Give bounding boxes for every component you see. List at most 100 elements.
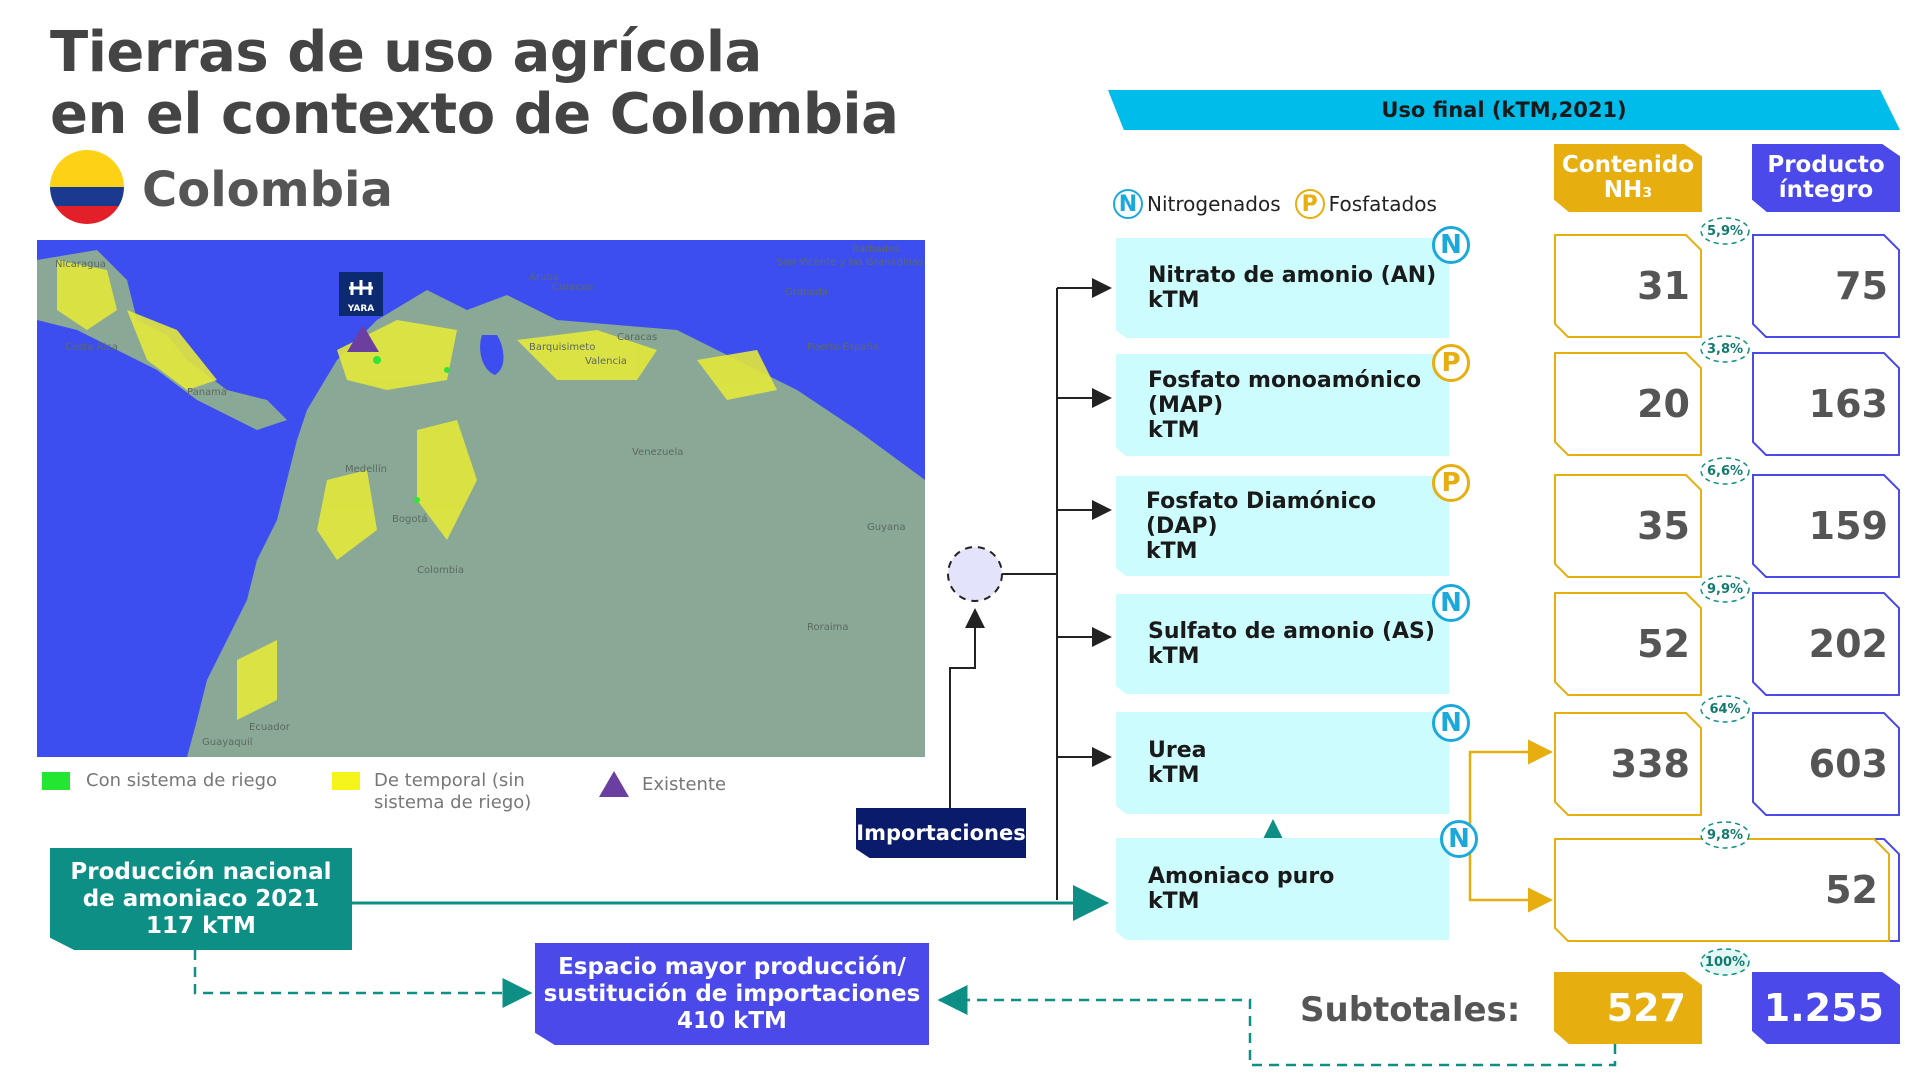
legend-existing-triangle-icon [599,771,629,797]
subtotal-percent-text: 100% [1704,954,1746,970]
value-ammonia-combined-box: 52 [1554,838,1890,942]
value-integro-text-3: 202 [1808,622,1888,666]
import-substitution-box: Espacio mayor producción/ sustitución de… [535,943,929,1045]
legend-rainfed-line-1: De temporal (sin [374,770,525,791]
legend-existing-label: Existente [642,774,727,795]
product-map-name: Fosfato monoamónico [1148,367,1422,393]
title-line-2: en el contexto de Colombia [50,82,899,147]
yara-plant-marker: YARA [339,272,383,352]
phosphate-p-icon: P [1294,189,1325,219]
column-header-nh3-line-2: NH₃ [1603,177,1653,203]
map-label-nicaragua: Nicaragua [55,259,106,270]
map-label-barquisimeto: Barquisimeto [529,342,595,353]
import-substitution-line-1: Espacio mayor producción/ [558,953,906,980]
value-nh3-text-3: 52 [1637,622,1690,666]
percent-text-row-0: 5,9% [1706,223,1744,239]
percent-text-row-2: 6,6% [1706,463,1744,479]
column-header-product: Producto íntegro [1752,144,1900,212]
value-integro-row-1: 163 [1752,352,1900,456]
percent-text-row-4: 64% [1709,701,1741,717]
product-as-unit: kTM [1148,644,1200,669]
legend-irrigated-swatch [42,772,70,790]
product-dap-name: Fosfato Diamónico (DAP) [1146,488,1377,539]
map-label-venezuela: Venezuela [632,447,683,458]
value-integro-text-2: 159 [1808,504,1888,548]
national-production-line-1: Producción nacional [70,858,332,885]
subtotal-percent-badge: 100% [1699,947,1751,977]
map-label-bogota: Bogotá [392,513,428,525]
title-line-1: Tierras de uso agrícola [50,20,762,85]
product-an-unit: kTM [1148,288,1200,313]
product-an-nitrogen-icon: N [1432,226,1470,264]
product-ammonia-name: Amoniaco puro [1148,864,1335,889]
map-label-granada: Granada [785,287,828,298]
product-ammonia-nitrogen-icon: N [1440,820,1478,858]
value-integro-text-1: 163 [1808,382,1888,426]
page-title: Tierras de uso agrícola en el contexto d… [50,20,899,147]
map-rainfed-areas [57,260,777,720]
nutrient-type-legend: N Nitrogenados P Fosfatados [1113,189,1437,219]
agricultural-land-map: Nicaragua Costa Rica Panamá Aruba Curaça… [37,240,925,757]
product-an-name: Nitrato de amonio (AN) [1148,263,1437,288]
product-dap-unit: kTM [1146,538,1198,564]
value-nh3-row-0: 31 [1554,234,1702,338]
percent-badge-row-0: 5,9% [1699,216,1751,246]
product-map-phosphate-icon: P [1432,344,1470,382]
map-label-colombia: Colombia [417,565,464,576]
map-label-barbados: Barbados [852,244,899,255]
percent-text-row-1: 3,8% [1706,341,1744,357]
legend-nitrogenated-label: Nitrogenados [1147,192,1281,216]
map-land-south-america [187,290,925,757]
legend-phosphated-label: Fosfatados [1328,192,1437,216]
map-label-guyana: Guyana [867,522,906,533]
map-label-valencia: Valencia [585,356,627,367]
national-production-line-2: de amoniaco 2021 [82,885,320,912]
percent-badge-row-1: 3,8% [1699,334,1751,364]
map-irrigated-areas [373,356,450,503]
nitrogen-n-icon: N [1113,189,1143,219]
product-urea-nitrogen-icon: N [1432,704,1470,742]
value-nh3-row-4: 338 [1554,712,1702,816]
product-ammonia-unit: kTM [1148,889,1200,914]
map-label-roraima: Roraima [807,622,849,633]
percent-badge-row-3: 9,9% [1699,574,1751,604]
subtotals-label: Subtotales: [1300,990,1521,1030]
product-map-name-2: (MAP) [1148,392,1224,418]
value-ammonia-text: 52 [1825,868,1878,912]
map-label-panama: Panamá [187,386,227,398]
product-urea-name: Urea [1148,738,1207,763]
product-map-unit: kTM [1148,417,1200,443]
percent-text-row-5: 9,8% [1706,827,1744,843]
value-integro-text-0: 75 [1835,264,1888,308]
legend-rainfed-label: De temporal (sin sistema de riego) [374,770,531,814]
product-urea-unit: kTM [1148,763,1200,788]
subtotal-nh3: 527 [1554,972,1702,1044]
product-dap-phosphate-icon: P [1432,464,1470,502]
value-integro-text-4: 603 [1808,742,1888,786]
value-integro-row-2: 159 [1752,474,1900,578]
product-an-box: Nitrato de amonio (AN)kTM [1116,238,1449,338]
column-header-product-line-2: íntegro [1778,177,1874,203]
map-label-curacao: Curaçao [552,282,593,293]
product-dap-box: Fosfato Diamónico (DAP)kTM [1116,476,1449,576]
legend-rainfed-line-2: sistema de riego) [374,792,532,813]
map-label-costa-rica: Costa Rica [65,342,118,353]
yara-badge-label: YARA [347,304,375,314]
column-header-product-line-1: Producto [1767,152,1885,178]
value-integro-row-4: 603 [1752,712,1900,816]
value-nh3-row-2: 35 [1554,474,1702,578]
percent-text-row-3: 9,9% [1706,581,1744,597]
legend-irrigated-label: Con sistema de riego [86,770,278,791]
percent-badge-row-4: 64% [1699,694,1751,724]
import-substitution-value: 410 kTM [677,1007,787,1034]
map-label-san-vicente: San Vicente y las Granadinas [777,257,923,268]
value-integro-row-0: 75 [1752,234,1900,338]
map-label-ecuador: Ecuador [249,722,291,733]
value-nh3-row-3: 52 [1554,592,1702,696]
product-map-box: Fosfato monoamónico(MAP)kTM [1116,354,1449,456]
national-production-value: 117 kTM [146,912,256,939]
final-use-header: Uso final (kTM,2021) [1108,90,1900,130]
import-substitution-line-2: sustitución de importaciones [543,980,921,1007]
